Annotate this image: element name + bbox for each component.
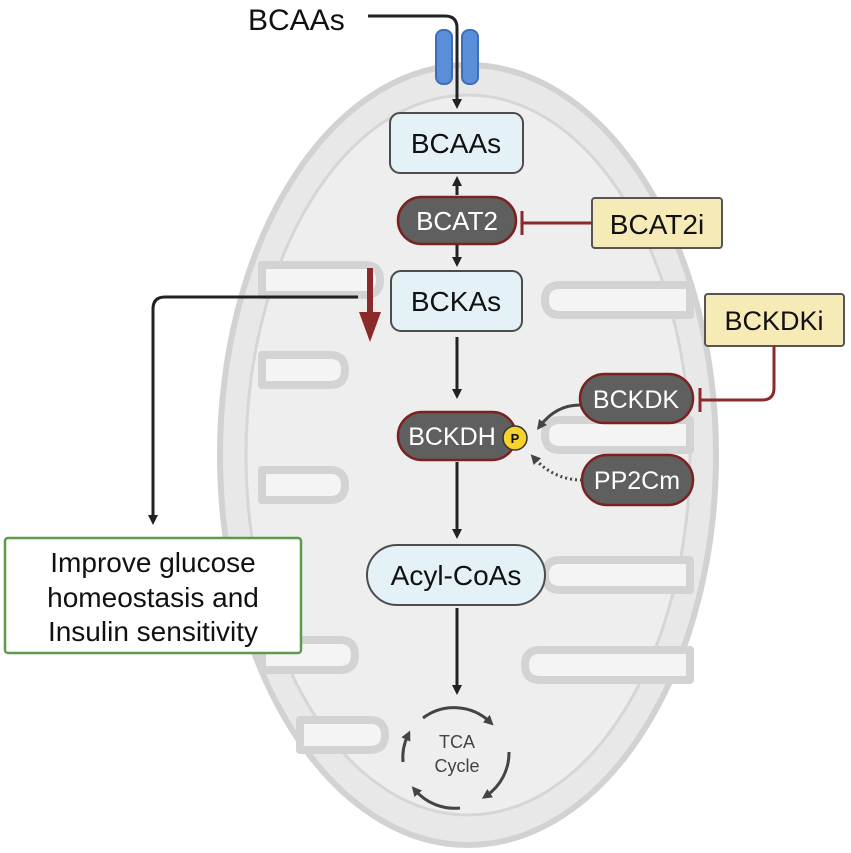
transporter-channel bbox=[435, 29, 479, 85]
tca-label-line2: Cycle bbox=[434, 756, 479, 776]
bckdki-node-label: BCKDKi bbox=[724, 306, 823, 336]
bckdki-node: BCKDKi bbox=[704, 293, 845, 347]
pp2cm-dephosphorylation-arrow bbox=[530, 454, 583, 482]
bckas-node: BCKAs bbox=[390, 270, 523, 332]
bcat2-node: BCAT2 bbox=[396, 195, 518, 246]
phosphate-badge: P bbox=[502, 425, 528, 451]
outcome-line-2: homeostasis and bbox=[47, 582, 259, 613]
bckdh-node-label: BCKDH bbox=[408, 423, 496, 451]
tca-label-line1: TCA bbox=[439, 732, 475, 752]
pp2cm-node-label: PP2Cm bbox=[594, 467, 680, 495]
bcaas-node-label: BCAAs bbox=[411, 128, 501, 159]
pp2cm-node: PP2Cm bbox=[580, 453, 695, 507]
outcome-arrow bbox=[148, 295, 358, 525]
outcome-line-1: Improve glucose bbox=[50, 547, 255, 578]
bcat2i-inhibition bbox=[520, 211, 592, 235]
bcaas-input-label: BCAAs bbox=[248, 4, 345, 37]
outcome-box: Improve glucose homeostasis and Insulin … bbox=[3, 536, 303, 655]
bckdh-node: BCKDH bbox=[396, 410, 518, 462]
tca-cycle: TCA Cycle bbox=[401, 706, 511, 810]
acylcoas-node-label: Acyl-CoAs bbox=[391, 560, 522, 591]
outcome-line-3: Insulin sensitivity bbox=[48, 616, 258, 647]
bckdk-phosphorylation-arrow bbox=[536, 403, 581, 430]
decrease-arrow bbox=[359, 268, 381, 342]
bcat2-node-label: BCAT2 bbox=[416, 206, 498, 236]
entry-arrow bbox=[368, 14, 462, 109]
bcaas-node: BCAAs bbox=[389, 112, 524, 174]
bckdk-node: BCKDK bbox=[578, 372, 695, 425]
acylcoas-node: Acyl-CoAs bbox=[366, 544, 546, 606]
bckas-node-label: BCKAs bbox=[411, 286, 501, 317]
phosphate-label: P bbox=[511, 431, 520, 446]
bcat2i-node-label: BCAT2i bbox=[610, 209, 704, 240]
bckdk-node-label: BCKDK bbox=[593, 386, 679, 414]
bcat2i-node: BCAT2i bbox=[591, 197, 723, 249]
bckdki-inhibition bbox=[698, 346, 776, 412]
